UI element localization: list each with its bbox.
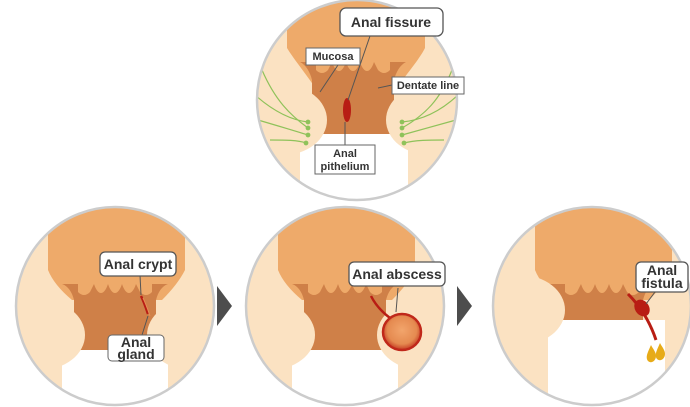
anal-fistula-label: Anal fistula (635, 261, 689, 293)
panel-anal-crypt: Anal crypt Anal gland (14, 205, 216, 407)
anal-gland-label: Anal gland (107, 334, 165, 362)
svg-text:Anal abscess: Anal abscess (352, 266, 442, 282)
panel-anal-abscess: Anal abscess (244, 205, 446, 407)
svg-text:gland: gland (117, 346, 154, 362)
panel-anal-fissure: Anal fissure Mucosa Dentate line Anal pi… (255, 0, 465, 202)
panel-anal-fistula: Anal fistula (491, 205, 690, 407)
anal-fissure-label: Anal fissure (339, 7, 444, 37)
anal-epithelium-label: Anal pithelium (314, 144, 376, 175)
next-arrow-icon (217, 286, 232, 326)
next-arrow-icon (457, 286, 472, 326)
svg-text:Mucosa: Mucosa (313, 51, 355, 63)
mucosa-label: Mucosa (305, 47, 361, 66)
nerve-branches-right (399, 69, 457, 146)
anal-abscess-label: Anal abscess (348, 261, 446, 287)
svg-text:pithelium: pithelium (321, 161, 370, 173)
svg-text:Anal: Anal (333, 148, 357, 160)
svg-text:Dentate line: Dentate line (397, 80, 459, 92)
nerve-branches-left (257, 69, 311, 146)
dentate-line-label: Dentate line (391, 76, 465, 95)
abscess-lesion (381, 312, 423, 352)
discharge-drops-icon (646, 343, 665, 363)
svg-text:Anal crypt: Anal crypt (104, 256, 173, 272)
anal-gland-duct (139, 295, 150, 315)
fissure-lesion (343, 98, 351, 122)
svg-text:Anal: Anal (121, 334, 151, 350)
svg-text:fistula: fistula (641, 275, 682, 291)
svg-text:Anal fissure: Anal fissure (351, 14, 431, 30)
anal-crypt-label: Anal crypt (99, 251, 177, 277)
svg-text:Anal: Anal (647, 262, 677, 278)
